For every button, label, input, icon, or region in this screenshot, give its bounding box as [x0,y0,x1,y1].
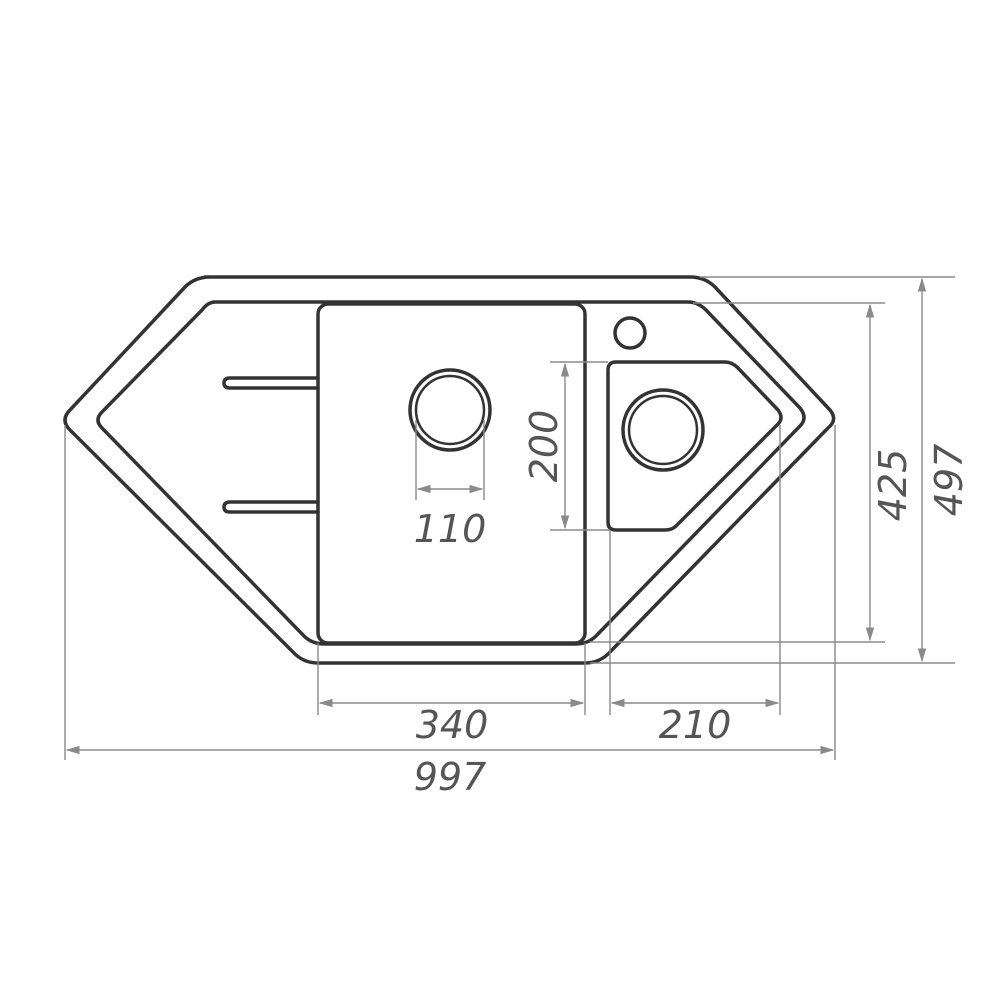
tap-hole [613,316,647,350]
main-bowl [316,302,587,645]
drainboard-groove [222,500,320,514]
sink-inner-outline [96,300,806,646]
extension-lines [64,276,955,760]
main-drain-inner [414,374,486,446]
small-drain-inner [627,394,699,466]
dim-small-bowl-height: 200 [522,410,566,483]
dim-small-bowl-width: 210 [659,703,732,747]
main-drain-icon [408,368,492,452]
dim-drain-diameter: 110 [414,507,487,551]
dim-overall-depth: 497 [927,444,971,517]
sink-outer-outline [63,275,836,665]
small-bowl [606,360,783,532]
dim-main-bowl-width: 340 [416,703,489,747]
dim-overall-width: 997 [414,755,487,799]
drainboard-groove [222,376,320,390]
dim-inner-depth: 425 [871,449,915,522]
small-drain-icon [621,388,705,472]
dimension-lines [65,277,927,755]
